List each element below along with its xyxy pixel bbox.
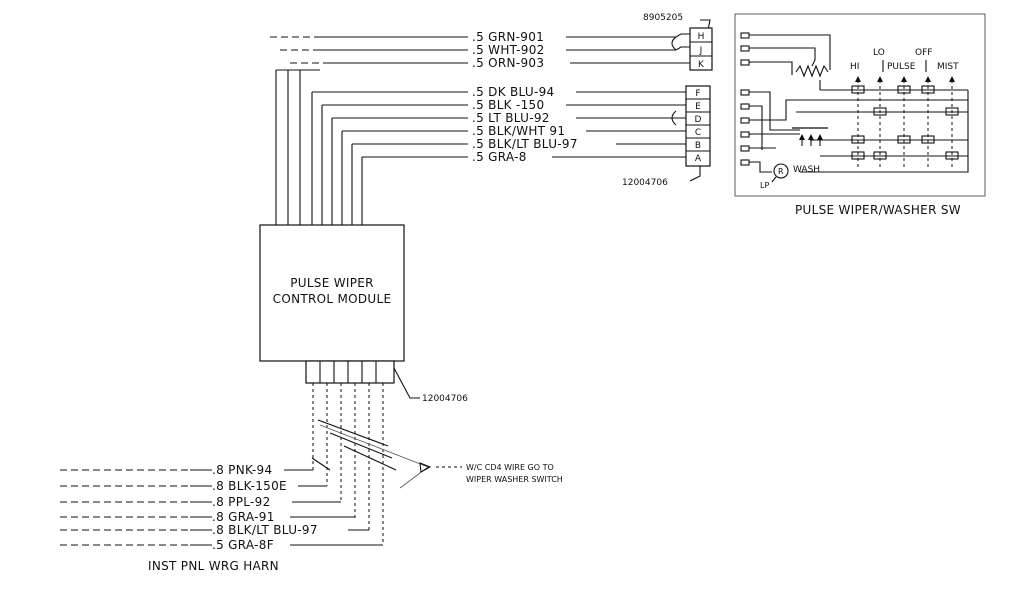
main-connector-id: 12004706 xyxy=(622,178,668,188)
top-wire-group: 8905205 .5 GRN-901 .5 WHT-902 .5 ORN-903… xyxy=(270,13,713,71)
pin-B: B xyxy=(695,141,701,151)
potentiometer-icon xyxy=(795,64,829,78)
note-arrow xyxy=(319,424,429,468)
control-module: PULSE WIPER CONTROL MODULE 12004706 xyxy=(259,224,468,404)
wire-97-label: .5 BLK/LT BLU-97 xyxy=(472,137,578,151)
switch-schematic: HI LO PULSE OFF MIST xyxy=(734,13,986,217)
splice-icon xyxy=(671,110,677,126)
wire-8-label: .5 GRA-8 xyxy=(472,150,527,164)
harness-wire-2: .8 BLK-150E xyxy=(212,479,287,493)
top-connector-id: 8905205 xyxy=(643,13,683,23)
switch-terminals xyxy=(740,32,750,166)
pin-K: K xyxy=(698,60,705,70)
arrow-up-icon xyxy=(855,76,861,82)
wire-902-label: .5 WHT-902 xyxy=(472,43,545,57)
lamp-r-label: R xyxy=(778,167,784,176)
arrowhead-icon xyxy=(419,462,432,473)
arrow-up-icon xyxy=(925,76,931,82)
lamp-icon xyxy=(773,163,789,179)
harness-label: INST PNL WRG HARN xyxy=(148,559,279,573)
switch-title: PULSE WIPER/WASHER SW xyxy=(795,203,961,217)
top-connector-leader xyxy=(700,19,711,31)
pin-E: E xyxy=(695,102,701,112)
switch-pos-pulse: PULSE xyxy=(887,62,916,72)
switch-pos-hi: HI xyxy=(850,62,859,72)
harness-group: W/C CD4 WIRE GO TO WIPER WASHER SWITCH .… xyxy=(60,383,563,573)
harness-wire-1: .8 PNK-94 xyxy=(212,463,272,477)
arrow-up-icon xyxy=(949,76,955,82)
harness-wire-3: .8 PPL-92 xyxy=(212,495,271,509)
module-box xyxy=(259,224,405,362)
switch-contacts xyxy=(851,85,959,160)
module-label-2: CONTROL MODULE xyxy=(273,292,392,306)
harness-wire-6: .5 GRA-8F xyxy=(212,538,274,552)
wire-902-lead xyxy=(566,46,690,51)
switch-outline xyxy=(734,13,986,197)
harness-wire-5: .8 BLK/LT BLU-97 xyxy=(212,523,318,537)
note-line-2: WIPER WASHER SWITCH xyxy=(466,475,563,484)
switch-pos-off: OFF xyxy=(915,48,932,58)
pin-A: A xyxy=(695,154,702,164)
note-line-1: W/C CD4 WIRE GO TO xyxy=(466,463,554,472)
wire-150-label: .5 BLK -150 xyxy=(472,98,544,112)
module-connector-id: 12004706 xyxy=(422,394,468,404)
splice-icon xyxy=(671,36,677,51)
wire-91-label: .5 BLK/WHT 91 xyxy=(472,124,565,138)
wash-label: WASH xyxy=(793,165,820,175)
main-wire-group: .5 DK BLU-94 .5 BLK -150 .5 LT BLU-92 .5… xyxy=(275,69,711,225)
wire-92-label: .5 LT BLU-92 xyxy=(472,111,550,125)
lamp-lp-label: LP xyxy=(760,181,769,190)
wire-903-label: .5 ORN-903 xyxy=(472,56,544,70)
arrow-up-icon xyxy=(901,76,907,82)
main-connector-leader xyxy=(689,166,701,182)
pin-D: D xyxy=(695,115,702,125)
harness-wire-4: .8 GRA-91 xyxy=(212,510,275,524)
switch-pos-lo: LO xyxy=(873,48,885,58)
pin-J: J xyxy=(699,46,703,56)
module-label-1: PULSE WIPER xyxy=(290,276,374,290)
pin-F: F xyxy=(695,89,700,99)
module-connector-leader xyxy=(393,367,420,399)
module-connector xyxy=(305,360,395,384)
switch-pos-mist: MIST xyxy=(937,62,959,72)
top-connector xyxy=(689,27,713,71)
wire-901-lead xyxy=(566,33,690,38)
arrow-up-icon xyxy=(877,76,883,82)
pin-C: C xyxy=(695,128,701,138)
wire-901-label: .5 GRN-901 xyxy=(472,30,544,44)
pin-H: H xyxy=(698,32,705,42)
wire-94-label: .5 DK BLU-94 xyxy=(472,85,555,99)
